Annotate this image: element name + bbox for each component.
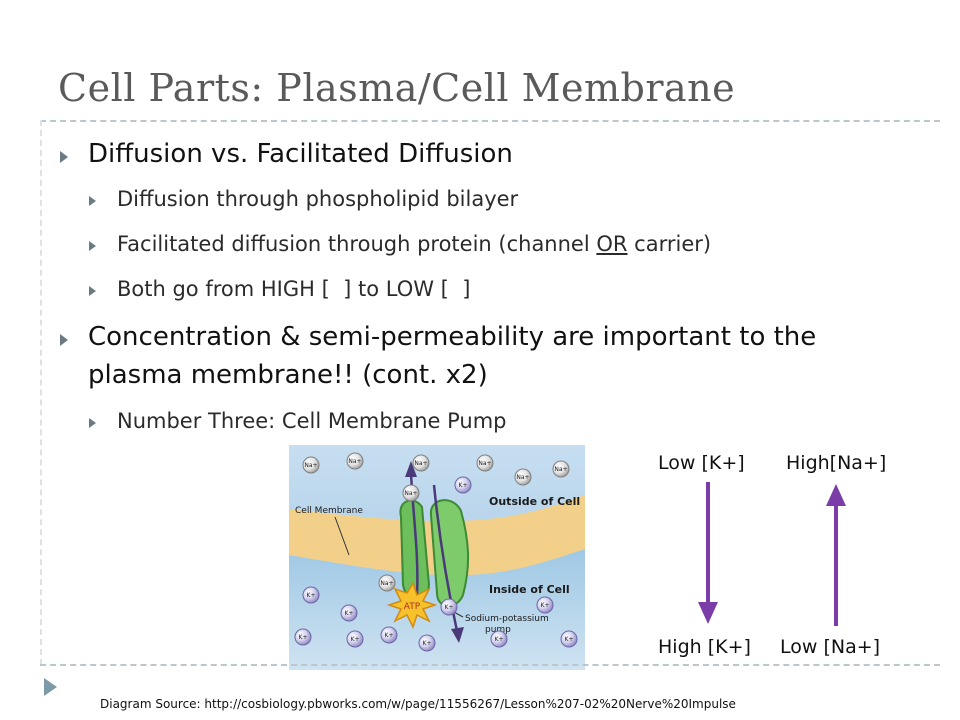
na-ion-icon <box>476 454 494 472</box>
na-ion-label: Na+ <box>304 462 317 469</box>
k-ion-icon <box>346 630 364 648</box>
na-ion-label: Na+ <box>414 460 427 467</box>
bullet-concentration-line-2: plasma membrane!! (cont. x2) <box>88 360 488 390</box>
na-gradient-arrow <box>826 484 846 626</box>
k-ion-label: K+ <box>565 636 574 643</box>
diagram-source: Diagram Source: http://cosbiology.pbwork… <box>100 697 736 711</box>
title-divider <box>40 120 940 122</box>
k-transport-arrow <box>432 484 459 632</box>
k-ion-label: K+ <box>423 640 432 647</box>
na-ion-icon <box>378 574 396 592</box>
inside-label: Inside of Cell <box>489 583 570 596</box>
k-ion-icon <box>294 628 312 646</box>
na-ion-label: Na+ <box>516 474 529 481</box>
membrane-pointer-line <box>334 516 350 556</box>
bullet-concentration-line-1: Concentration & semi-permeability are im… <box>88 322 817 352</box>
k-ion-label: K+ <box>385 632 394 639</box>
k-ion-icon <box>536 596 554 614</box>
k-ion-icon <box>302 586 320 604</box>
na-ion-label: Na+ <box>554 466 567 473</box>
na-arrowhead-icon <box>405 461 417 477</box>
na-low-label: Low [Na+] <box>780 636 881 658</box>
k-ion-icon <box>440 598 458 616</box>
k-low-label: Low [K+] <box>658 452 745 474</box>
na-ion-icon <box>514 468 532 486</box>
k-ion-label: K+ <box>351 636 360 643</box>
atp-burst-icon <box>386 581 438 629</box>
na-ion-group <box>302 452 570 592</box>
pump-label-line-1: Sodium-potassium <box>465 614 549 624</box>
sub-bullet-marker-icon <box>89 196 96 206</box>
up-arrow-icon <box>826 484 846 506</box>
k-ion-group <box>294 476 578 652</box>
sub-bullet-marker-icon <box>89 241 96 251</box>
na-ion-icon <box>412 454 430 472</box>
k-ion-label: K+ <box>459 482 468 489</box>
facilitated-text-after: carrier) <box>627 232 712 256</box>
pump-label-line-2: pump <box>485 625 511 635</box>
na-ion-label: Na+ <box>380 580 393 587</box>
na-ion-label: Na+ <box>404 490 417 497</box>
k-ion-label: K+ <box>307 592 316 599</box>
left-guide-line <box>40 120 42 665</box>
outside-label: Outside of Cell <box>489 495 580 508</box>
bullet-marker-icon <box>60 151 68 163</box>
k-ion-icon <box>418 634 436 652</box>
k-ion-icon <box>380 626 398 644</box>
na-ion-label: Na+ <box>348 458 361 465</box>
sub-bullet-facilitated-diffusion: Facilitated diffusion through protein (c… <box>117 232 711 256</box>
slide-title: Cell Parts: Plasma/Cell Membrane <box>58 66 736 110</box>
na-ion-label: Na+ <box>478 460 491 467</box>
k-ion-icon <box>490 630 508 648</box>
k-ion-label: K+ <box>345 610 354 617</box>
na-ion-icon <box>346 452 364 470</box>
k-ion-label: K+ <box>445 604 454 611</box>
k-ion-label: K+ <box>495 636 504 643</box>
k-ion-icon <box>340 604 358 622</box>
atp-label: ATP <box>404 602 421 612</box>
k-ion-label: K+ <box>299 634 308 641</box>
k-ion-icon <box>454 476 472 494</box>
na-ion-icon <box>302 456 320 474</box>
k-arrowhead-icon <box>451 627 464 643</box>
sub-bullet-marker-icon <box>89 418 96 428</box>
sub-bullet-membrane-pump: Number Three: Cell Membrane Pump <box>117 409 507 433</box>
facilitated-text-before: Facilitated diffusion through protein (c… <box>117 232 597 256</box>
footer-divider <box>40 664 940 666</box>
membrane-label: Cell Membrane <box>295 506 363 516</box>
k-ion-label: K+ <box>541 602 550 609</box>
footer-marker-icon <box>44 678 57 696</box>
na-ion-icon <box>402 484 420 502</box>
k-high-label: High [K+] <box>658 636 751 658</box>
bullet-diffusion-vs-facilitated: Diffusion vs. Facilitated Diffusion <box>88 139 513 169</box>
sub-bullet-marker-icon <box>89 286 96 296</box>
down-arrow-icon <box>698 602 718 624</box>
na-high-label: High[Na+] <box>786 452 887 474</box>
sub-bullet-high-to-low: Both go from HIGH [ ] to LOW [ ] <box>117 277 471 301</box>
bullet-marker-icon <box>60 334 68 346</box>
k-ion-icon <box>560 630 578 648</box>
underlined-or: OR <box>596 232 628 256</box>
na-ion-icon <box>552 460 570 478</box>
sodium-potassium-pump-diagram: ATP Outside of Cell Inside of Cell Cell … <box>289 445 585 670</box>
ion-labels: Na+ Na+ Na+ Na+ Na+ Na+ Na+ Na+ K+ K+ K+… <box>299 458 574 647</box>
sub-bullet-diffusion-bilayer: Diffusion through phospholipid bilayer <box>117 187 519 211</box>
k-gradient-arrow <box>698 482 718 624</box>
